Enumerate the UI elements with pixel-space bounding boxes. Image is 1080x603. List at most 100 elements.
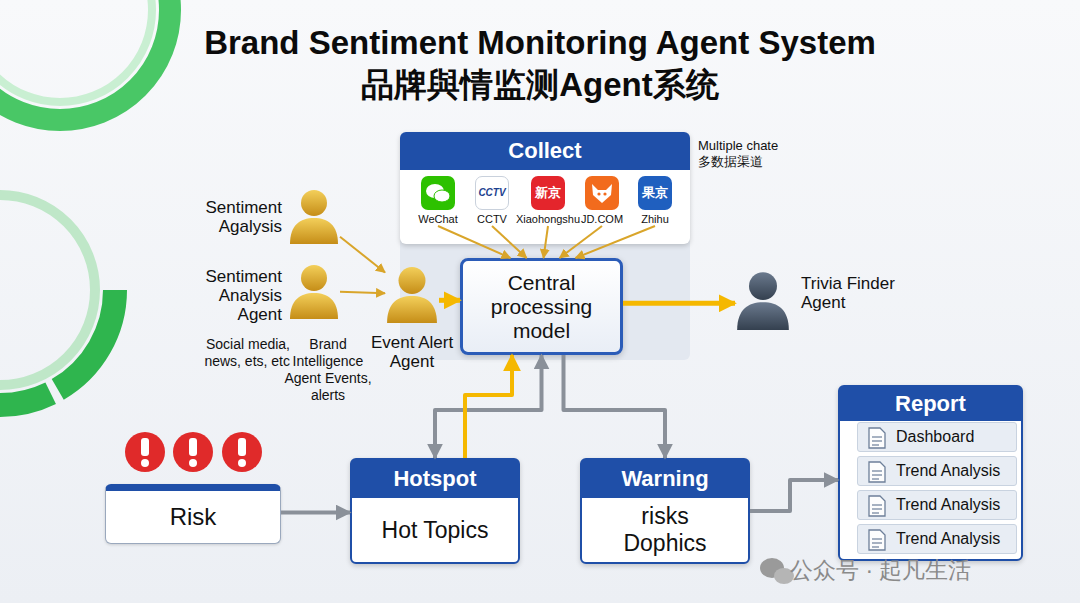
note-label: 公众号 · 起凡生活 bbox=[790, 556, 971, 584]
wechat-logo bbox=[425, 182, 451, 204]
person-body bbox=[737, 302, 789, 330]
person-head bbox=[301, 265, 327, 291]
channel-icon bbox=[585, 176, 619, 210]
doc-line bbox=[872, 444, 879, 445]
report-item-text: Dashboard bbox=[896, 423, 974, 451]
risk-box: Risk bbox=[105, 484, 281, 544]
agent-node: Sentiment Analysis Agent bbox=[288, 263, 340, 319]
green-arc bbox=[0, 0, 170, 120]
agent-label: Event Alert Agent bbox=[363, 333, 461, 371]
risk-text: Risk bbox=[170, 503, 217, 531]
box-header: Report bbox=[840, 387, 1021, 421]
box-body: Hot Topics bbox=[352, 498, 518, 562]
agent-node: Sentiment Agalysis bbox=[288, 188, 340, 244]
channel-label: Xiaohongshu bbox=[508, 213, 588, 226]
channel-node: 果京Zhihu bbox=[630, 176, 680, 226]
doc-icon bbox=[867, 427, 887, 449]
channel-label: Zhihu bbox=[618, 213, 692, 226]
watermark-icon bbox=[760, 558, 794, 584]
bubble bbox=[434, 190, 450, 202]
connector bbox=[439, 298, 460, 303]
doc-line bbox=[872, 440, 882, 441]
icon-text: CCTV bbox=[478, 186, 505, 200]
doc-line bbox=[872, 538, 882, 539]
channel-label: WeChat bbox=[404, 213, 472, 226]
report-item-text: Trend Analysis bbox=[896, 525, 1000, 553]
green-arc bbox=[0, 175, 115, 405]
headed-box: HotspotHot Topics bbox=[350, 458, 520, 564]
diagram-title: Brand Sentiment Monitoring Agent System … bbox=[140, 22, 940, 106]
connector bbox=[340, 292, 385, 293]
channel-icon: 果京 bbox=[638, 176, 672, 210]
collect-panel-bg bbox=[400, 132, 690, 360]
doc-line bbox=[872, 512, 879, 513]
box-header: Hotspot bbox=[352, 460, 518, 498]
doc-line bbox=[872, 508, 882, 509]
connector bbox=[465, 355, 512, 458]
connector bbox=[560, 226, 602, 258]
fox-eye bbox=[597, 192, 600, 195]
connector bbox=[750, 480, 838, 511]
fox-head bbox=[592, 184, 612, 203]
doc-line bbox=[872, 504, 882, 505]
connector bbox=[435, 355, 542, 458]
box-body-text: risks Dophics bbox=[610, 503, 720, 557]
channel-node: WeChat bbox=[416, 176, 460, 226]
connector bbox=[438, 226, 510, 258]
agent-label: Sentiment Agalysis bbox=[180, 198, 282, 236]
box-body: risks Dophics bbox=[582, 498, 748, 562]
green-arc bbox=[0, 0, 152, 102]
connector bbox=[340, 237, 385, 273]
headed-box: ReportDashboardTrend AnalysisTrend Analy… bbox=[838, 385, 1023, 561]
central-text: Central processing model bbox=[477, 271, 607, 343]
connector bbox=[623, 301, 735, 306]
box-body-text: Hot Topics bbox=[380, 517, 490, 544]
person-icon bbox=[385, 265, 439, 323]
doc-line bbox=[872, 436, 882, 437]
report-item: Trend Analysis bbox=[857, 524, 1017, 554]
doc-line bbox=[872, 546, 879, 547]
agent-node: Trivia Finder Agent bbox=[735, 270, 791, 330]
doc-line bbox=[872, 474, 882, 475]
risk-alert-icons bbox=[125, 432, 262, 472]
channel-icon bbox=[421, 176, 455, 210]
person-head bbox=[749, 272, 777, 300]
connector bbox=[576, 226, 656, 258]
panel-header: Collect bbox=[400, 132, 690, 170]
icon-text: 新京 bbox=[535, 186, 561, 200]
agent-node: Event Alert Agent bbox=[385, 265, 439, 323]
person-icon bbox=[735, 270, 791, 330]
green-arc bbox=[0, 195, 95, 385]
channel-icon: 新京 bbox=[531, 176, 565, 210]
connector bbox=[492, 226, 527, 258]
connector bbox=[281, 511, 350, 515]
note-label: Multiple chate 多数据渠道 bbox=[698, 138, 810, 170]
person-head bbox=[301, 190, 327, 216]
doc-shape bbox=[869, 428, 885, 448]
channel-label: CCTV bbox=[458, 213, 526, 226]
report-item: Trend Analysis bbox=[857, 490, 1017, 520]
doc-icon bbox=[867, 461, 887, 483]
doc-line bbox=[872, 542, 882, 543]
note-label: Brand Intelligence Agent Events, alerts bbox=[282, 336, 374, 404]
channel-node: 新京Xiaohongshu bbox=[520, 176, 576, 226]
person-icon bbox=[288, 263, 340, 319]
doc-shape bbox=[869, 530, 885, 550]
collect-panel: CollectWeChatCCTVCCTV新京XiaohongshuJD.COM… bbox=[400, 132, 690, 244]
agent-label: Trivia Finder Agent bbox=[801, 274, 913, 312]
connector bbox=[564, 355, 666, 458]
doc-line bbox=[872, 470, 882, 471]
person-body bbox=[290, 218, 338, 244]
connector bbox=[544, 226, 549, 258]
channel-icon: CCTV bbox=[475, 176, 509, 210]
report-item: Dashboard bbox=[857, 422, 1017, 452]
doc-shape bbox=[869, 462, 885, 482]
person-icon bbox=[288, 188, 340, 244]
report-item-text: Trend Analysis bbox=[896, 491, 1000, 519]
person-head bbox=[399, 267, 426, 294]
note-label: Social media, news, ets, etc bbox=[176, 336, 290, 370]
person-body bbox=[290, 293, 338, 319]
doc-shape bbox=[869, 496, 885, 516]
doc-icon bbox=[867, 529, 887, 551]
